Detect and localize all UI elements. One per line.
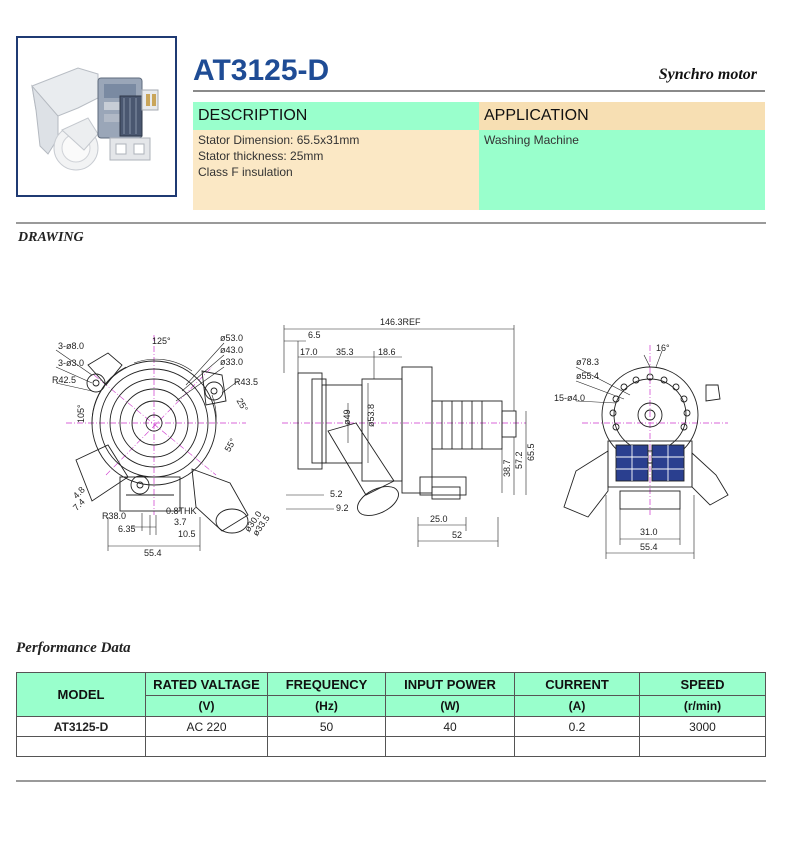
- product-photo: [16, 36, 177, 197]
- cell-frequency: 50: [267, 716, 386, 737]
- unit-speed: (r/min): [639, 695, 766, 717]
- table-row-empty: [16, 736, 766, 757]
- front-view-labels: 3-ø8.0 3-ø3.0 R42.5 125° ø53.0 ø43.0 ø33…: [52, 333, 272, 558]
- dim-label: 57.2: [514, 451, 524, 469]
- cell-voltage: AC 220: [145, 716, 268, 737]
- drawing-label: DRAWING: [18, 230, 84, 245]
- front-view-dims: [55, 342, 239, 551]
- dim-label: R38.0: [102, 511, 126, 521]
- rear-view-dims: [575, 350, 695, 559]
- side-view-dims: [283, 325, 527, 547]
- unit-current: (A): [514, 695, 640, 717]
- cell-current: 0.2: [514, 716, 640, 737]
- dim-label: R43.5: [234, 377, 258, 387]
- dim-label: 0.8THK: [166, 506, 197, 516]
- dim-label: ø43.0: [220, 345, 243, 355]
- column-header-speed: SPEED: [639, 672, 766, 696]
- spec-table: DESCRIPTION Stator Dimension: 65.5x31mm …: [193, 102, 765, 210]
- dim-label: 25.0: [430, 514, 448, 524]
- application-body: Washing Machine: [479, 130, 765, 210]
- drain-pump-photo: [18, 38, 175, 195]
- performance-label: Performance Data: [16, 640, 131, 656]
- dim-label: 3.7: [174, 517, 187, 527]
- column-header-input-power: INPUT POWER: [385, 672, 515, 696]
- dim-label: 31.0: [640, 527, 658, 537]
- description-body: Stator Dimension: 65.5x31mm Stator thick…: [193, 130, 479, 210]
- dim-label: R42.5: [52, 375, 76, 385]
- column-header-voltage: RATED VALTAGE: [145, 672, 268, 696]
- unit-frequency: (Hz): [267, 695, 386, 717]
- technical-drawing: 3-ø8.0 3-ø3.0 R42.5 125° ø53.0 ø43.0 ø33…: [52, 317, 729, 559]
- description-heading: DESCRIPTION: [193, 102, 479, 130]
- dim-label: 125°: [152, 336, 171, 346]
- dim-label: ø78.3: [576, 357, 599, 367]
- unit-voltage: (V): [145, 695, 268, 717]
- application-heading: APPLICATION: [479, 102, 765, 130]
- dim-label: 6.35: [118, 524, 136, 534]
- side-view: [282, 366, 526, 516]
- dim-label: ø53.0: [220, 333, 243, 343]
- dim-label: 3-ø3.0: [58, 358, 84, 368]
- dim-label: 7.4: [71, 497, 87, 513]
- dim-label: 15-ø4.0: [554, 393, 585, 403]
- side-view-labels: 146.3REF 6.5 17.0 35.3 18.6 ø49 ø53.8 5.…: [300, 317, 536, 540]
- dim-label: 105°: [76, 404, 86, 423]
- dim-label: ø55.4: [576, 371, 599, 381]
- description-line: Stator thickness: 25mm: [198, 149, 324, 163]
- dim-label: ø33.0: [220, 357, 243, 367]
- dim-label: 6.5: [308, 330, 321, 340]
- dim-label: 55.4: [144, 548, 162, 558]
- dim-label: 35.3: [336, 347, 354, 357]
- dim-label: 146.3REF: [380, 317, 421, 327]
- model-title: AT3125-D: [193, 54, 330, 87]
- cell-model: AT3125-D: [16, 716, 146, 737]
- drawing-divider: [16, 222, 766, 224]
- dim-label: 10.5: [178, 529, 196, 539]
- dim-label: 5.2: [330, 489, 343, 499]
- column-header-current: CURRENT: [514, 672, 640, 696]
- cell-empty: [639, 736, 766, 757]
- dim-label: 55.4: [640, 542, 658, 552]
- description-line: Class F insulation: [198, 165, 293, 179]
- performance-table: MODEL RATED VALTAGE FREQUENCY INPUT POWE…: [16, 672, 766, 757]
- dim-label: 18.6: [378, 347, 396, 357]
- cell-empty: [145, 736, 268, 757]
- unit-input-power: (W): [385, 695, 515, 717]
- table-header-row: MODEL RATED VALTAGE FREQUENCY INPUT POWE…: [16, 672, 766, 717]
- dim-label: 38.7: [502, 459, 512, 477]
- cell-input-power: 40: [385, 716, 515, 737]
- rear-view: [563, 345, 729, 518]
- table-unit-row: (V) (Hz) (W) (A) (r/min): [17, 695, 766, 717]
- dim-label: ø49: [342, 409, 352, 425]
- dim-label: 3-ø8.0: [58, 341, 84, 351]
- rear-view-labels: 16° ø78.3 ø55.4 15-ø4.0 31.0 55.4: [554, 343, 670, 552]
- footer-divider: [16, 780, 766, 782]
- title-divider: [193, 90, 765, 92]
- table-row: AT3125-D AC 220 50 40 0.2 3000: [16, 716, 766, 737]
- cell-empty: [16, 736, 146, 757]
- dim-label: 65.5: [526, 443, 536, 461]
- description-line: Stator Dimension: 65.5x31mm: [198, 133, 360, 147]
- product-type-label: Synchro motor: [658, 66, 757, 83]
- dim-label: 17.0: [300, 347, 318, 357]
- dim-label: 55°: [223, 436, 239, 453]
- cell-empty: [267, 736, 386, 757]
- dim-label: 25°: [235, 397, 251, 414]
- dim-label: ø53.8: [366, 404, 376, 427]
- application-line: Washing Machine: [484, 133, 579, 147]
- column-header-model: MODEL: [16, 672, 146, 717]
- cell-empty: [514, 736, 640, 757]
- dim-label: 16°: [656, 343, 670, 353]
- cell-speed: 3000: [639, 716, 766, 737]
- application-column: APPLICATION Washing Machine: [479, 102, 765, 210]
- dim-label: 9.2: [336, 503, 349, 513]
- dim-label: 52: [452, 530, 462, 540]
- description-column: DESCRIPTION Stator Dimension: 65.5x31mm …: [193, 102, 479, 210]
- column-header-frequency: FREQUENCY: [267, 672, 386, 696]
- cell-empty: [385, 736, 515, 757]
